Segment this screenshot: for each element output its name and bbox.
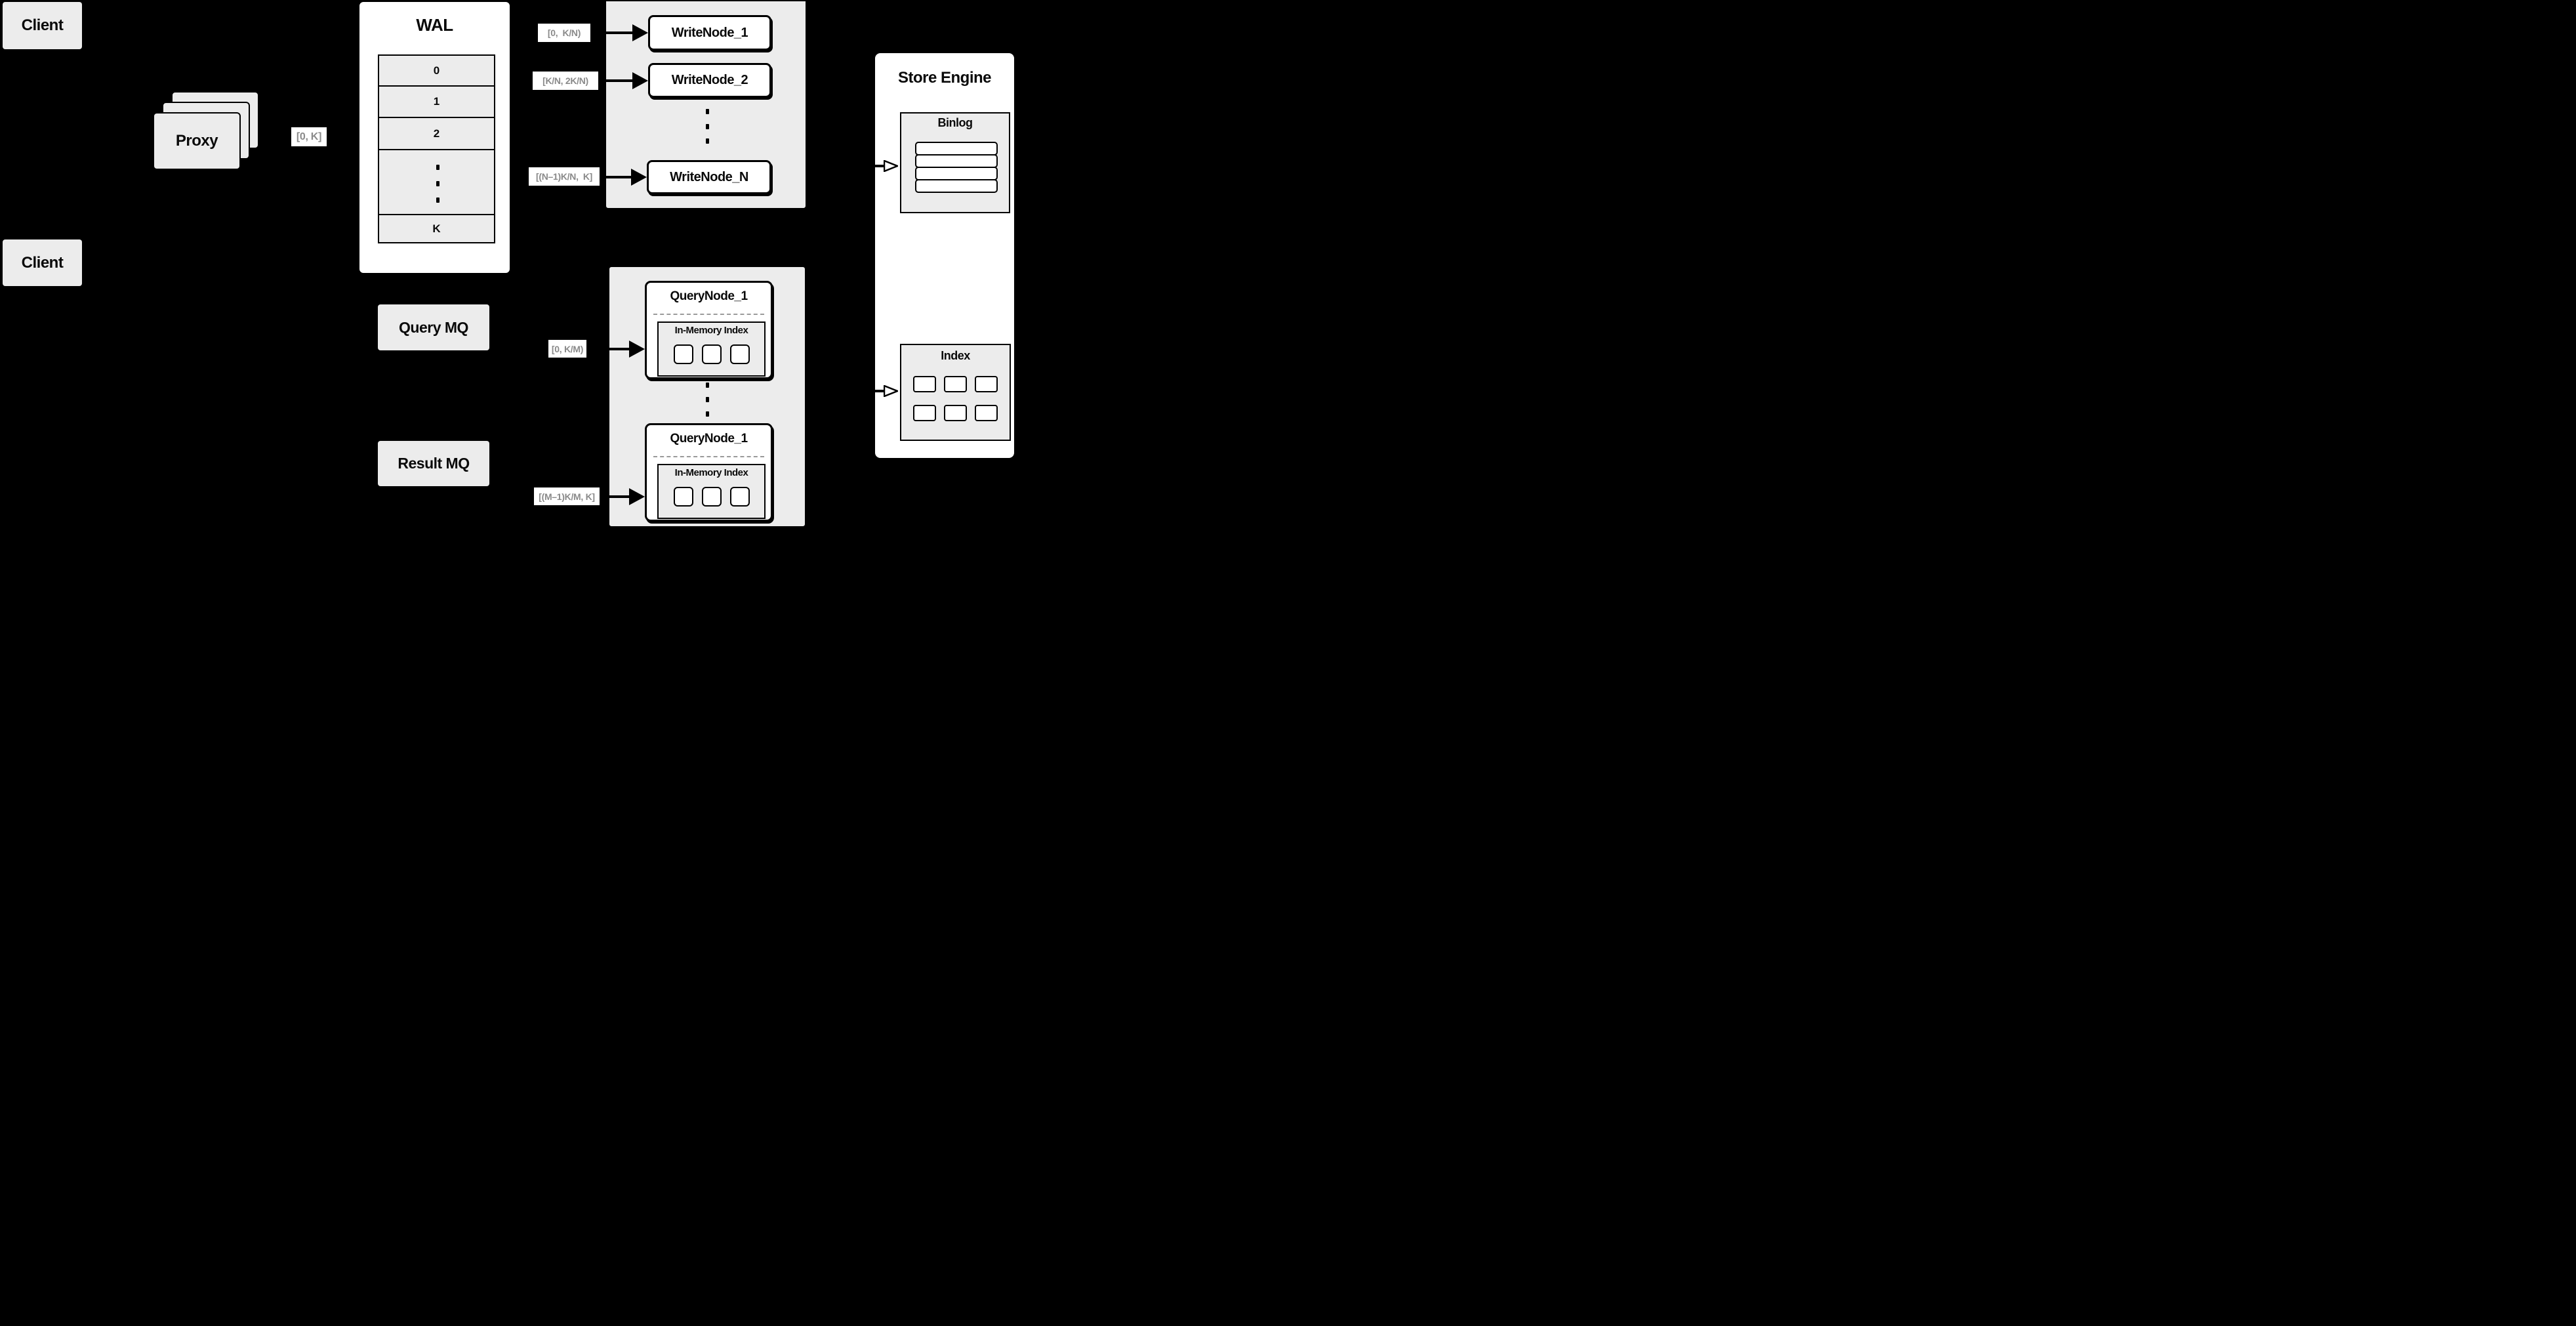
wal-title: WAL — [416, 15, 453, 35]
hollow-arrow-right-icon — [884, 385, 898, 397]
query-node-title: QueryNode_1 — [670, 432, 748, 445]
client-box-bottom: Client — [3, 239, 82, 286]
wal-row-k: K — [378, 214, 495, 243]
client-box-top: Client — [3, 2, 82, 49]
query-node-2: QueryNode_1 In-Memory Index — [645, 423, 773, 522]
arrow-right-icon — [629, 488, 645, 505]
arrow-right-icon — [586, 348, 630, 350]
arrow-right-icon — [590, 31, 634, 34]
segment-square — [701, 344, 722, 364]
binlog-box: Binlog — [900, 112, 1010, 213]
wal-row-2: 2 — [378, 117, 495, 150]
wal-row-1: 1 — [378, 85, 495, 118]
segment-square — [729, 344, 750, 364]
dashed-divider — [653, 314, 764, 315]
ellipsis-dot — [436, 197, 440, 203]
index-cell — [944, 405, 967, 421]
hollow-arrow-right-icon — [865, 390, 884, 392]
binlog-title: Binlog — [937, 116, 973, 129]
dashed-divider — [653, 456, 764, 457]
segment-square — [701, 487, 722, 507]
binlog-row — [915, 167, 998, 180]
segment-square — [673, 344, 693, 364]
store-engine-title: Store Engine — [897, 69, 992, 87]
range-label-query-1: [0, K/M) — [548, 340, 586, 358]
range-label-proxy: [0, K] — [291, 127, 327, 146]
index-cell — [913, 376, 936, 392]
arrow-right-icon — [631, 169, 647, 186]
ellipsis-dot — [706, 138, 709, 144]
arrow-right-icon — [629, 341, 645, 358]
query-node-1: QueryNode_1 In-Memory Index — [645, 281, 773, 379]
segment-squares — [659, 344, 764, 364]
segment-square — [729, 487, 750, 507]
write-node-2: WriteNode_2 — [648, 63, 771, 98]
range-label-write-1: [0, K/N) — [538, 24, 590, 42]
ellipsis-dot — [436, 181, 440, 186]
query-mq-box: Query MQ — [378, 304, 489, 350]
proxy-card-front: Proxy — [153, 112, 241, 170]
ellipsis-dot — [706, 109, 709, 114]
write-node-1: WriteNode_1 — [648, 15, 771, 51]
arrow-right-icon — [632, 72, 648, 89]
ellipsis-dot — [706, 397, 709, 402]
in-memory-index-title: In-Memory Index — [674, 467, 748, 478]
hollow-arrow-right-icon — [865, 165, 884, 167]
ellipsis-dot — [706, 411, 709, 417]
in-memory-index-box: In-Memory Index — [657, 321, 766, 377]
index-box: Index — [900, 344, 1011, 441]
segment-square — [673, 487, 693, 507]
binlog-rows — [915, 142, 998, 193]
index-cell — [975, 405, 998, 421]
ellipsis-dot — [436, 165, 440, 170]
index-cell — [975, 376, 998, 392]
index-cells-row — [901, 405, 1010, 421]
architecture-diagram: Client Client Proxy [0, K] WAL 0 1 2 K W… — [0, 0, 1029, 529]
ellipsis-dot — [706, 124, 709, 129]
binlog-row — [915, 154, 998, 168]
wal-panel: WAL 0 1 2 K — [358, 1, 511, 274]
index-title: Index — [941, 349, 970, 362]
binlog-row — [915, 179, 998, 193]
ellipsis-dot — [706, 383, 709, 388]
write-node-n: WriteNode_N — [647, 160, 771, 194]
arrow-right-icon — [600, 176, 632, 178]
arrow-right-icon — [600, 495, 630, 498]
wal-row-ellipsis — [378, 149, 495, 215]
in-memory-index-title: In-Memory Index — [674, 325, 748, 336]
index-cells-row — [901, 376, 1010, 392]
arrow-right-icon — [632, 24, 648, 41]
store-engine-panel: Store Engine Binlog Index — [874, 52, 1015, 459]
range-label-query-m: [(M–1)K/M, K] — [534, 487, 600, 505]
range-label-write-n: [(N–1)K/N, K] — [529, 167, 600, 186]
result-mq-box: Result MQ — [378, 441, 489, 486]
wal-row-0: 0 — [378, 54, 495, 87]
hollow-arrow-right-icon — [884, 160, 898, 172]
binlog-row — [915, 142, 998, 155]
index-cell — [913, 405, 936, 421]
wal-table: 0 1 2 K — [378, 54, 495, 243]
range-label-write-2: [K/N, 2K/N) — [533, 72, 598, 90]
in-memory-index-box: In-Memory Index — [657, 464, 766, 519]
segment-squares — [659, 487, 764, 507]
query-node-title: QueryNode_1 — [670, 289, 748, 303]
arrow-right-icon — [598, 79, 634, 82]
index-cell — [944, 376, 967, 392]
